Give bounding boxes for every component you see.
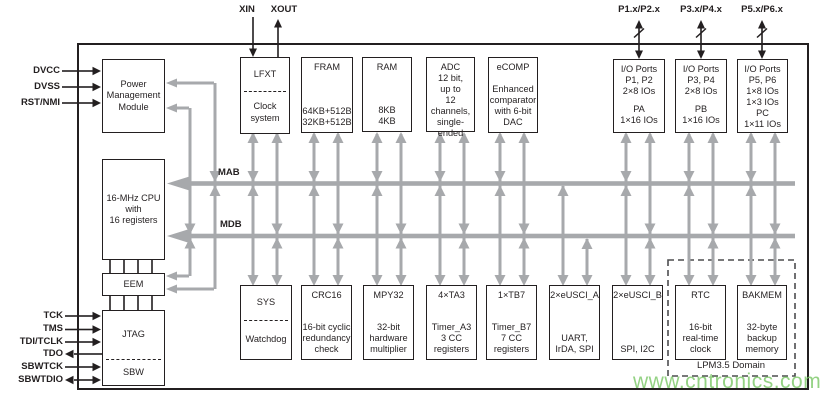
block-eusci-b-title: 2×eUSCI_B <box>613 290 662 300</box>
block-fram-title: FRAM <box>313 62 341 72</box>
block-timer-a3: 4×TA3 Timer_A3 3 CC registers <box>426 285 477 360</box>
block-jtag-label: JTAG <box>122 329 145 340</box>
block-ecomp-title: eCOMP <box>496 62 530 72</box>
pin-label-p5-p6: P5.x/P6.x <box>741 4 783 15</box>
block-ram: RAM 8KB 4KB <box>362 57 412 132</box>
block-crc16-title: CRC16 <box>311 290 342 300</box>
block-rtc-title: RTC <box>691 290 710 300</box>
jtag-sbw-divider <box>106 359 161 360</box>
lfxt-clock-divider <box>244 91 286 92</box>
block-jtag: JTAG SBW <box>102 310 165 386</box>
block-lfxt-label: LFXT <box>253 68 277 79</box>
block-io-ports-p5-p6: I/O Ports P5, P6 1×8 IOs 1×3 IOs PC 1×11… <box>737 59 788 133</box>
block-fram: FRAM 64KB+512B 32KB+512B <box>301 57 353 133</box>
block-cpu-label: 16-MHz CPU with 16 registers <box>106 192 161 226</box>
bus-label-mab: MAB <box>218 167 240 178</box>
block-io-ports-p1-p2: I/O Ports P1, P2 2×8 IOs PA 1×16 IOs <box>613 59 665 133</box>
block-timer-b7-body: Timer_B7 7 CC registers <box>491 321 532 354</box>
bus-label-mdb: MDB <box>220 219 242 230</box>
block-eem: EEM <box>102 273 165 296</box>
lpm-domain-outline <box>667 259 796 377</box>
block-adc: ADC 12 bit, up to 12 channels, single-en… <box>426 57 475 138</box>
block-adc-title: ADC <box>440 62 461 72</box>
block-ram-title: RAM <box>376 62 398 72</box>
block-bakmem-body: 32-byte backup memory <box>745 321 779 354</box>
block-timer-b7: 1×TB7 Timer_B7 7 CC registers <box>486 285 537 360</box>
block-timer-b7-title: 1×TB7 <box>497 290 526 300</box>
pin-label-dvcc: DVCC <box>33 65 60 76</box>
block-io2-title: I/O Ports P3, P4 2×8 IOs <box>682 64 720 97</box>
block-ecomp-body: Enhanced comparator with 6-bit DAC <box>489 83 537 127</box>
bus-columns <box>247 132 781 286</box>
block-io3-title: I/O Ports P5, P6 1×8 IOs 1×3 IOs <box>744 64 781 108</box>
block-lfxt-upper: LFXT <box>241 58 289 91</box>
block-sys: SYS Watchdog <box>240 285 292 360</box>
block-eusci-b: 2×eUSCI_B SPI, I2C <box>612 285 663 360</box>
block-eem-label: EEM <box>123 278 144 289</box>
block-bakmem: BAKMEM 32-byte backup memory <box>737 285 787 360</box>
block-jtag-upper: JTAG <box>103 311 164 359</box>
block-io1-title: I/O Ports P1, P2 2×8 IOs <box>620 64 658 97</box>
debug-connector-lines <box>109 259 153 311</box>
block-eusci-a-body: UART, IrDA, SPI <box>555 332 594 354</box>
xout-arrow <box>274 19 282 57</box>
port-pin-arrows <box>633 20 768 59</box>
block-sys-upper: SYS <box>241 286 291 320</box>
lpm-domain-label: LPM3.5 Domain <box>681 360 781 371</box>
pin-label-p1-p2: P1.x/P2.x <box>618 4 660 15</box>
xin-arrow <box>249 17 257 57</box>
block-clock-system: Clock system <box>241 92 289 133</box>
mdb-bus <box>167 228 795 244</box>
block-crc16-body: 16-bit cyclic redundancy check <box>302 321 351 354</box>
block-adc-body: 12 bit, up to 12 channels, single-ended <box>430 73 471 139</box>
sys-watchdog-divider <box>244 320 288 321</box>
block-watchdog-label: Watchdog <box>245 334 287 345</box>
block-watchdog: Watchdog <box>241 321 291 359</box>
block-sys-label: SYS <box>256 297 276 308</box>
jtag-pin-arrows <box>65 311 102 385</box>
block-eusci-a-title: 2×eUSCI_A <box>550 290 599 300</box>
block-sbw: SBW <box>103 360 164 385</box>
block-io2-body: PB 1×16 IOs <box>682 103 720 125</box>
block-crc16: CRC16 16-bit cyclic redundancy check <box>301 285 352 360</box>
pin-label-tms: TMS <box>42 323 63 334</box>
block-io-ports-p3-p4: I/O Ports P3, P4 2×8 IOs PB 1×16 IOs <box>675 59 727 133</box>
pmm-eem-bus-taps <box>166 78 221 294</box>
pin-label-tdi-tclk: TDI/TCLK <box>19 336 63 347</box>
block-lfxt: LFXT Clock system <box>240 57 290 134</box>
block-bakmem-title: BAKMEM <box>742 290 782 300</box>
block-io3-body: PC 1×11 IOs <box>744 108 781 130</box>
block-sbw-label: SBW <box>123 366 144 377</box>
block-rtc: RTC 16-bit real-time clock <box>675 285 726 360</box>
block-power-management-label: Power Management Module <box>106 79 161 112</box>
watermark-text: www.cntronics.com <box>633 370 822 393</box>
block-fram-body: 64KB+512B 32KB+512B <box>302 105 352 127</box>
block-cpu: 16-MHz CPU with 16 registers <box>102 159 165 260</box>
block-mpy32-title: MPY32 <box>373 290 404 300</box>
mab-bus <box>167 176 795 191</box>
pin-label-sbwtdio: SBWTDIO <box>18 374 63 385</box>
pin-label-p3-p4: P3.x/P4.x <box>680 4 722 15</box>
block-ram-body: 8KB 4KB <box>378 104 396 126</box>
pin-label-xout: XOUT <box>270 4 298 15</box>
pin-label-xin: XIN <box>239 4 255 15</box>
block-power-management: Power Management Module <box>102 59 165 133</box>
block-eusci-b-body: SPI, I2C <box>620 343 655 354</box>
pin-label-tdo: TDO <box>42 348 63 359</box>
block-io1-body: PA 1×16 IOs <box>620 103 658 125</box>
pin-label-sbwtck: SBWTCK <box>21 361 63 372</box>
block-mpy32: MPY32 32-bit hardware multiplier <box>363 285 414 360</box>
block-timer-a3-title: 4×TA3 <box>438 290 465 300</box>
pin-label-tck: TCK <box>43 310 63 321</box>
block-clock-system-label: Clock system <box>250 101 280 123</box>
block-mpy32-body: 32-bit hardware multiplier <box>369 321 408 354</box>
block-ecomp: eCOMP Enhanced comparator with 6-bit DAC <box>488 57 538 133</box>
power-pin-arrows <box>62 66 101 108</box>
block-timer-a3-body: Timer_A3 3 CC registers <box>431 321 472 354</box>
pin-label-rst-nmi: RST/NMI <box>20 97 60 108</box>
pin-label-dvss: DVSS <box>34 81 60 92</box>
block-eusci-a: 2×eUSCI_A UART, IrDA, SPI <box>549 285 600 360</box>
block-rtc-body: 16-bit real-time clock <box>682 321 719 354</box>
